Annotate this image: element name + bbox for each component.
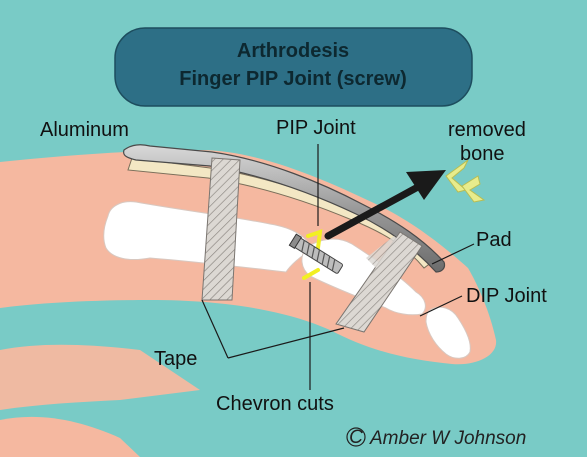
title-line-1: Arthrodesis [237, 40, 349, 62]
label-pip-joint: PIP Joint [276, 117, 356, 139]
palm-skin-lower [0, 417, 140, 457]
copyright-name: Amber W Johnson [369, 428, 526, 449]
title-line-2: Finger PIP Joint (screw) [179, 68, 406, 90]
removed-bone-wedges [446, 160, 484, 202]
label-removed-bone-line2: bone [460, 143, 505, 165]
label-removed-bone-line1: removed [448, 119, 526, 141]
label-aluminum: Aluminum [40, 119, 129, 141]
label-chevron-cuts: Chevron cuts [216, 393, 334, 415]
copyright-symbol: C [349, 427, 363, 448]
label-pad: Pad [476, 229, 512, 251]
copyright-icon: C [347, 427, 365, 448]
label-dip-joint: DIP Joint [466, 285, 547, 307]
label-tape: Tape [154, 348, 197, 370]
